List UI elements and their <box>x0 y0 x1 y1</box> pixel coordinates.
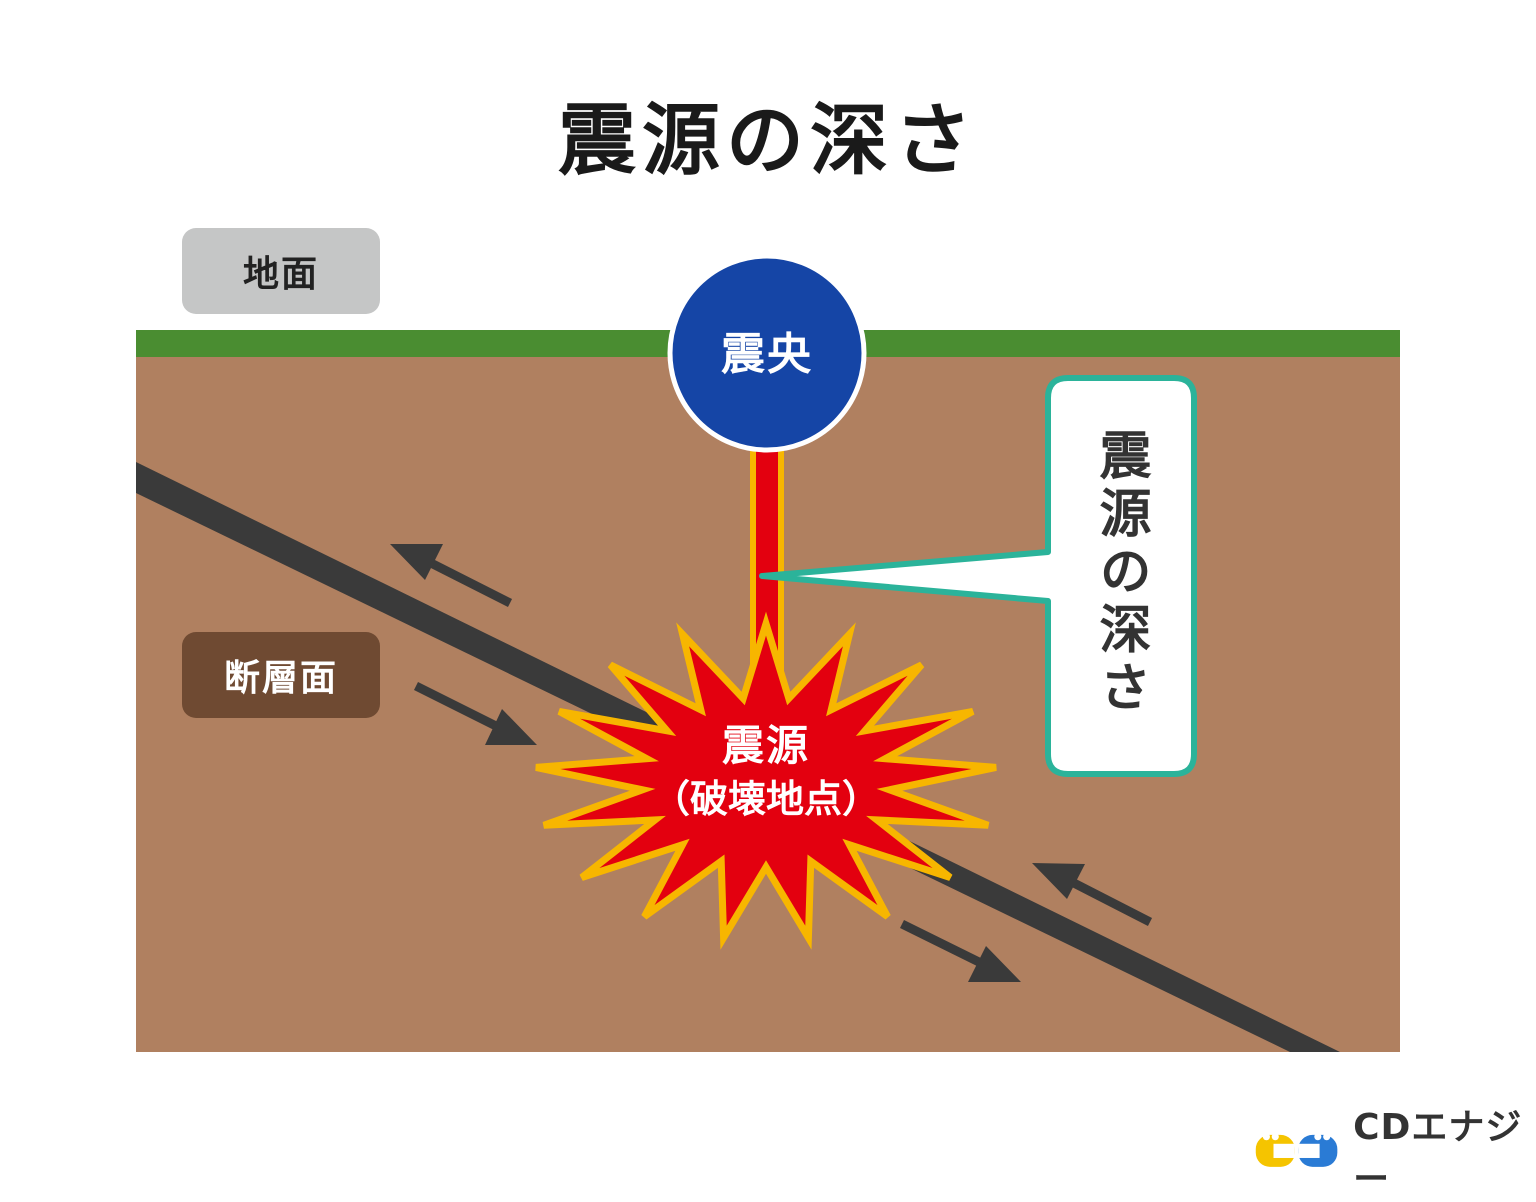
slip-arrow-lower-left <box>413 681 537 745</box>
slip-arrow-upper-left <box>390 544 513 608</box>
hypocenter-burst <box>535 611 997 950</box>
depth-callout <box>759 375 1197 777</box>
epicenter-label: 震央 <box>721 329 813 380</box>
company-logo: CDエナジー <box>1254 1098 1536 1202</box>
slip-arrow-upper-right <box>1032 863 1153 927</box>
hypocenter-sublabel: （破壊地点） <box>652 777 880 821</box>
fault-plane-label: 断層面 <box>182 632 380 718</box>
slip-arrow-lower-right <box>900 919 1021 982</box>
diagram-title: 震源の深さ <box>557 96 978 186</box>
logo-text: CDエナジー <box>1353 1107 1523 1200</box>
cross-section-diagram: 震央 震源 （破壊地点） <box>136 253 1400 1052</box>
depth-label: 震源の深さ <box>1090 428 1150 718</box>
hypocenter-label: 震源 <box>722 721 810 770</box>
cd-logo-icon <box>1255 1133 1338 1167</box>
ground-label: 地面 <box>182 228 380 314</box>
epicenter-circle <box>667 253 867 453</box>
